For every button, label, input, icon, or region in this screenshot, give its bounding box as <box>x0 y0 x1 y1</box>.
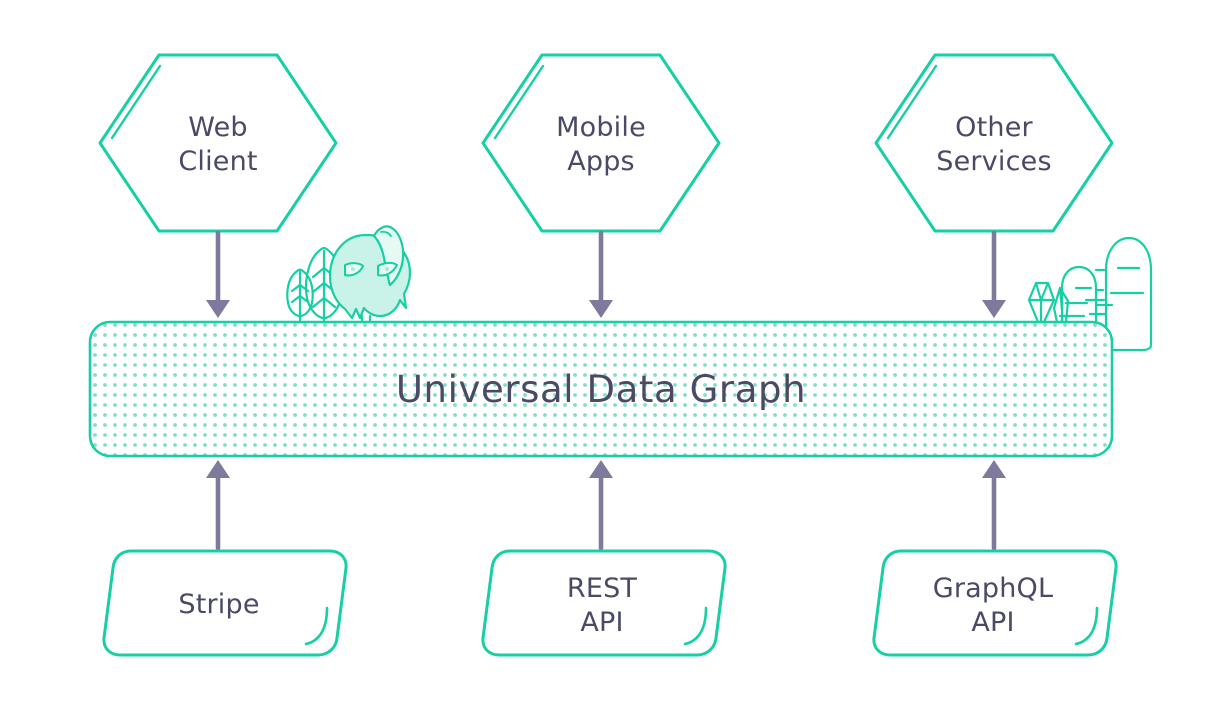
node-label-line2: Client <box>178 146 257 177</box>
node-label-line2: Services <box>936 146 1051 177</box>
arrow-other-services-to-bar <box>982 230 1006 318</box>
node-label-line1: Mobile <box>556 112 646 143</box>
node-web-client[interactable]: Web Client <box>98 53 338 233</box>
node-label-line1: GraphQL <box>933 573 1054 604</box>
node-label-line1: Web <box>188 112 247 143</box>
decoration-mascot <box>328 225 412 326</box>
arrow-rest-api-to-bar <box>589 460 613 551</box>
node-label-line2: Apps <box>567 146 635 177</box>
node-label-line2: API <box>580 607 623 638</box>
hexagon-outline <box>98 53 338 233</box>
decoration-cactus-small <box>1058 265 1114 324</box>
node-label-line1: REST <box>567 573 638 604</box>
box-accent-arc <box>304 606 329 646</box>
arrow-web-client-to-bar <box>206 230 230 318</box>
arrow-graphql-api-to-bar <box>982 460 1006 551</box>
node-label-line2: API <box>971 607 1014 638</box>
arrow-mobile-apps-to-bar <box>589 230 613 318</box>
hexagon-outline <box>481 53 721 233</box>
universal-data-graph-bar[interactable]: Universal Data Graph <box>88 320 1114 458</box>
node-rest-api[interactable]: REST API <box>481 549 727 657</box>
node-graphql-api[interactable]: GraphQL API <box>872 549 1118 657</box>
node-other-services[interactable]: Other Services <box>874 53 1114 233</box>
hexagon-accent-line <box>110 64 162 140</box>
node-stripe[interactable]: Stripe <box>102 549 348 657</box>
box-accent-arc <box>683 606 708 646</box>
box-outline <box>102 549 348 657</box>
node-label-line1: Other <box>955 112 1033 143</box>
node-mobile-apps[interactable]: Mobile Apps <box>481 53 721 233</box>
box-outline <box>872 549 1118 657</box>
arrow-stripe-to-bar <box>206 460 230 551</box>
bar-title: Universal Data Graph <box>396 368 806 411</box>
hexagon-accent-line <box>493 64 545 140</box>
box-outline <box>481 549 727 657</box>
node-label-line1: Stripe <box>178 589 259 620</box>
hexagon-accent-line <box>886 64 938 140</box>
hexagon-outline <box>874 53 1114 233</box>
box-accent-arc <box>1074 606 1099 646</box>
